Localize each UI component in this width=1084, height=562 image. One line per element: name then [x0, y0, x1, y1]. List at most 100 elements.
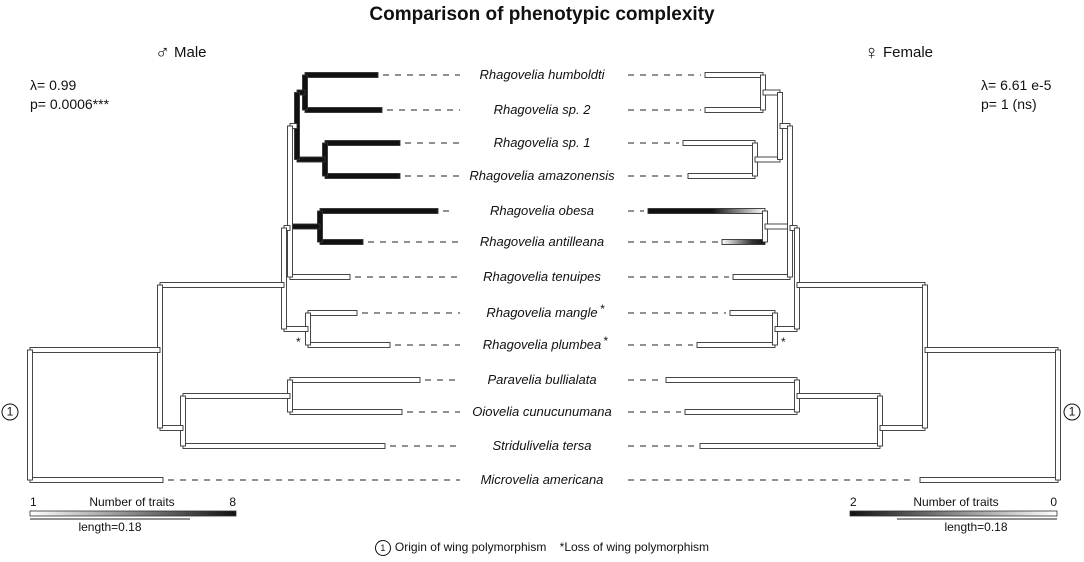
male-node-branch [180, 395, 186, 447]
female-symbol-icon: ♀ [864, 42, 879, 64]
female-tip-branch [729, 310, 776, 316]
male-tip-branch [307, 310, 358, 316]
taxon-loss-mark: * [600, 302, 605, 316]
female-lambda: λ= 6.61 e-5 [981, 77, 1052, 93]
male-length-label: length=0.18 [78, 520, 141, 534]
male-node-branch [27, 349, 33, 481]
male-tip-branch [304, 72, 379, 78]
male-node-branch [287, 125, 293, 278]
male-node-loss-mark: * [296, 335, 301, 349]
male-tip-branch [29, 477, 164, 483]
caption-origin-text: Origin of wing polymorphism [394, 540, 547, 555]
taxon-label: Paravelia bullialata [487, 372, 596, 387]
taxon-label: Rhagovelia sp. 1 [494, 135, 591, 150]
female-tip-branch [684, 409, 798, 415]
male-tip-branch [324, 173, 401, 179]
female-tip-branch [647, 208, 766, 214]
female-tip-branch [919, 477, 1059, 483]
male-node-branch [29, 347, 161, 353]
female-tip-branch [687, 173, 756, 179]
male-lambda: λ= 0.99 [30, 77, 77, 93]
male-tree [27, 72, 460, 483]
female-legend-scale [849, 510, 1058, 517]
taxon-loss-mark: * [604, 334, 609, 348]
male-legend-scale [29, 510, 237, 517]
male-stats: λ= 0.99 p= 0.0006*** [30, 76, 109, 114]
male-origin-marker-icon-label: 1 [7, 405, 14, 419]
male-tip-branch [319, 208, 439, 214]
male-legend-min: 1 [30, 495, 37, 509]
male-node-branch [157, 284, 163, 429]
male-node-branch [281, 227, 287, 330]
male-tip-branch [182, 443, 386, 449]
taxon-label: Microvelia americana [481, 472, 604, 487]
female-origin-marker-icon-label: 1 [1069, 405, 1076, 419]
female-tip-branch [696, 342, 776, 348]
male-node-branch [296, 156, 326, 163]
female-node-branch [754, 156, 781, 163]
male-node-branch [283, 326, 309, 332]
female-legend-title: Number of traits [913, 495, 998, 509]
male-node-branch [159, 425, 184, 431]
female-node-branch [924, 347, 1059, 353]
female-stats: λ= 6.61 e-5 p= 1 (ns) [981, 76, 1051, 114]
female-tip-branch [699, 443, 881, 449]
male-node-branch [289, 223, 321, 230]
taxon-label: Rhagovelia sp. 2 [494, 102, 592, 117]
caption-loss-text: *Loss of wing polymorphism [559, 540, 710, 555]
male-label: Male [174, 44, 207, 61]
female-node-branch [922, 284, 928, 429]
taxon-label: Oiovelia cunucunumana [472, 404, 611, 419]
female-legend-max: 0 [1050, 495, 1057, 509]
male-header: ♂Male [155, 42, 207, 65]
female-tip-branch [704, 72, 764, 78]
female-origin-marker-icon [1063, 403, 1081, 421]
female-label: Female [883, 44, 934, 61]
taxon-label: Rhagovelia tenuipes [483, 269, 601, 284]
taxon-label: Rhagovelia amazonensis [469, 168, 615, 183]
taxon-label: Stridulivelia tersa [493, 438, 592, 453]
female-tip-branch [665, 377, 798, 383]
male-node-branch [182, 393, 291, 399]
male-tip-branch [304, 107, 383, 113]
female-node-branch [1055, 349, 1061, 481]
male-tip-branch [289, 274, 351, 280]
female-tip-branch [721, 239, 766, 245]
male-legend-title: Number of traits [89, 495, 174, 509]
female-node-branch [794, 227, 800, 330]
female-node-branch [796, 282, 926, 288]
male-p-value: p= 0.0006*** [30, 96, 110, 112]
female-node-branch [796, 393, 881, 399]
female-header: ♀Female [864, 42, 933, 65]
taxon-label: Rhagovelia antilleana [480, 234, 604, 249]
female-tip-branch [732, 274, 791, 280]
figure-title: Comparison of phenotypic complexity [369, 4, 715, 25]
male-legend-max: 8 [229, 495, 236, 509]
female-tree [628, 72, 1061, 483]
female-node-branch [787, 125, 793, 278]
caption-origin-marker-icon: 1 [374, 540, 391, 556]
male-node-branch [159, 282, 285, 288]
male-tip-branch [324, 140, 401, 146]
male-origin-marker-icon [1, 403, 19, 421]
female-p-value: p= 1 (ns) [981, 96, 1037, 112]
taxon-label: Rhagovelia plumbea [483, 337, 602, 352]
male-symbol-icon: ♂ [155, 42, 170, 64]
male-tip-branch [289, 377, 421, 383]
female-node-branch [774, 326, 798, 332]
male-tip-branch [289, 409, 403, 415]
female-node-branch [764, 223, 791, 230]
taxon-label: Rhagovelia humboldti [479, 67, 605, 82]
female-tip-branch [682, 140, 756, 146]
female-node-branch [877, 395, 883, 447]
male-tip-branch [319, 239, 364, 245]
female-length-label: length=0.18 [944, 520, 1007, 534]
female-legend-min: 2 [850, 495, 857, 509]
taxon-label: Rhagovelia mangle [486, 305, 597, 320]
female-node-branch [879, 425, 926, 431]
taxon-label: Rhagovelia obesa [490, 203, 594, 218]
female-node-loss-mark: * [781, 335, 786, 349]
